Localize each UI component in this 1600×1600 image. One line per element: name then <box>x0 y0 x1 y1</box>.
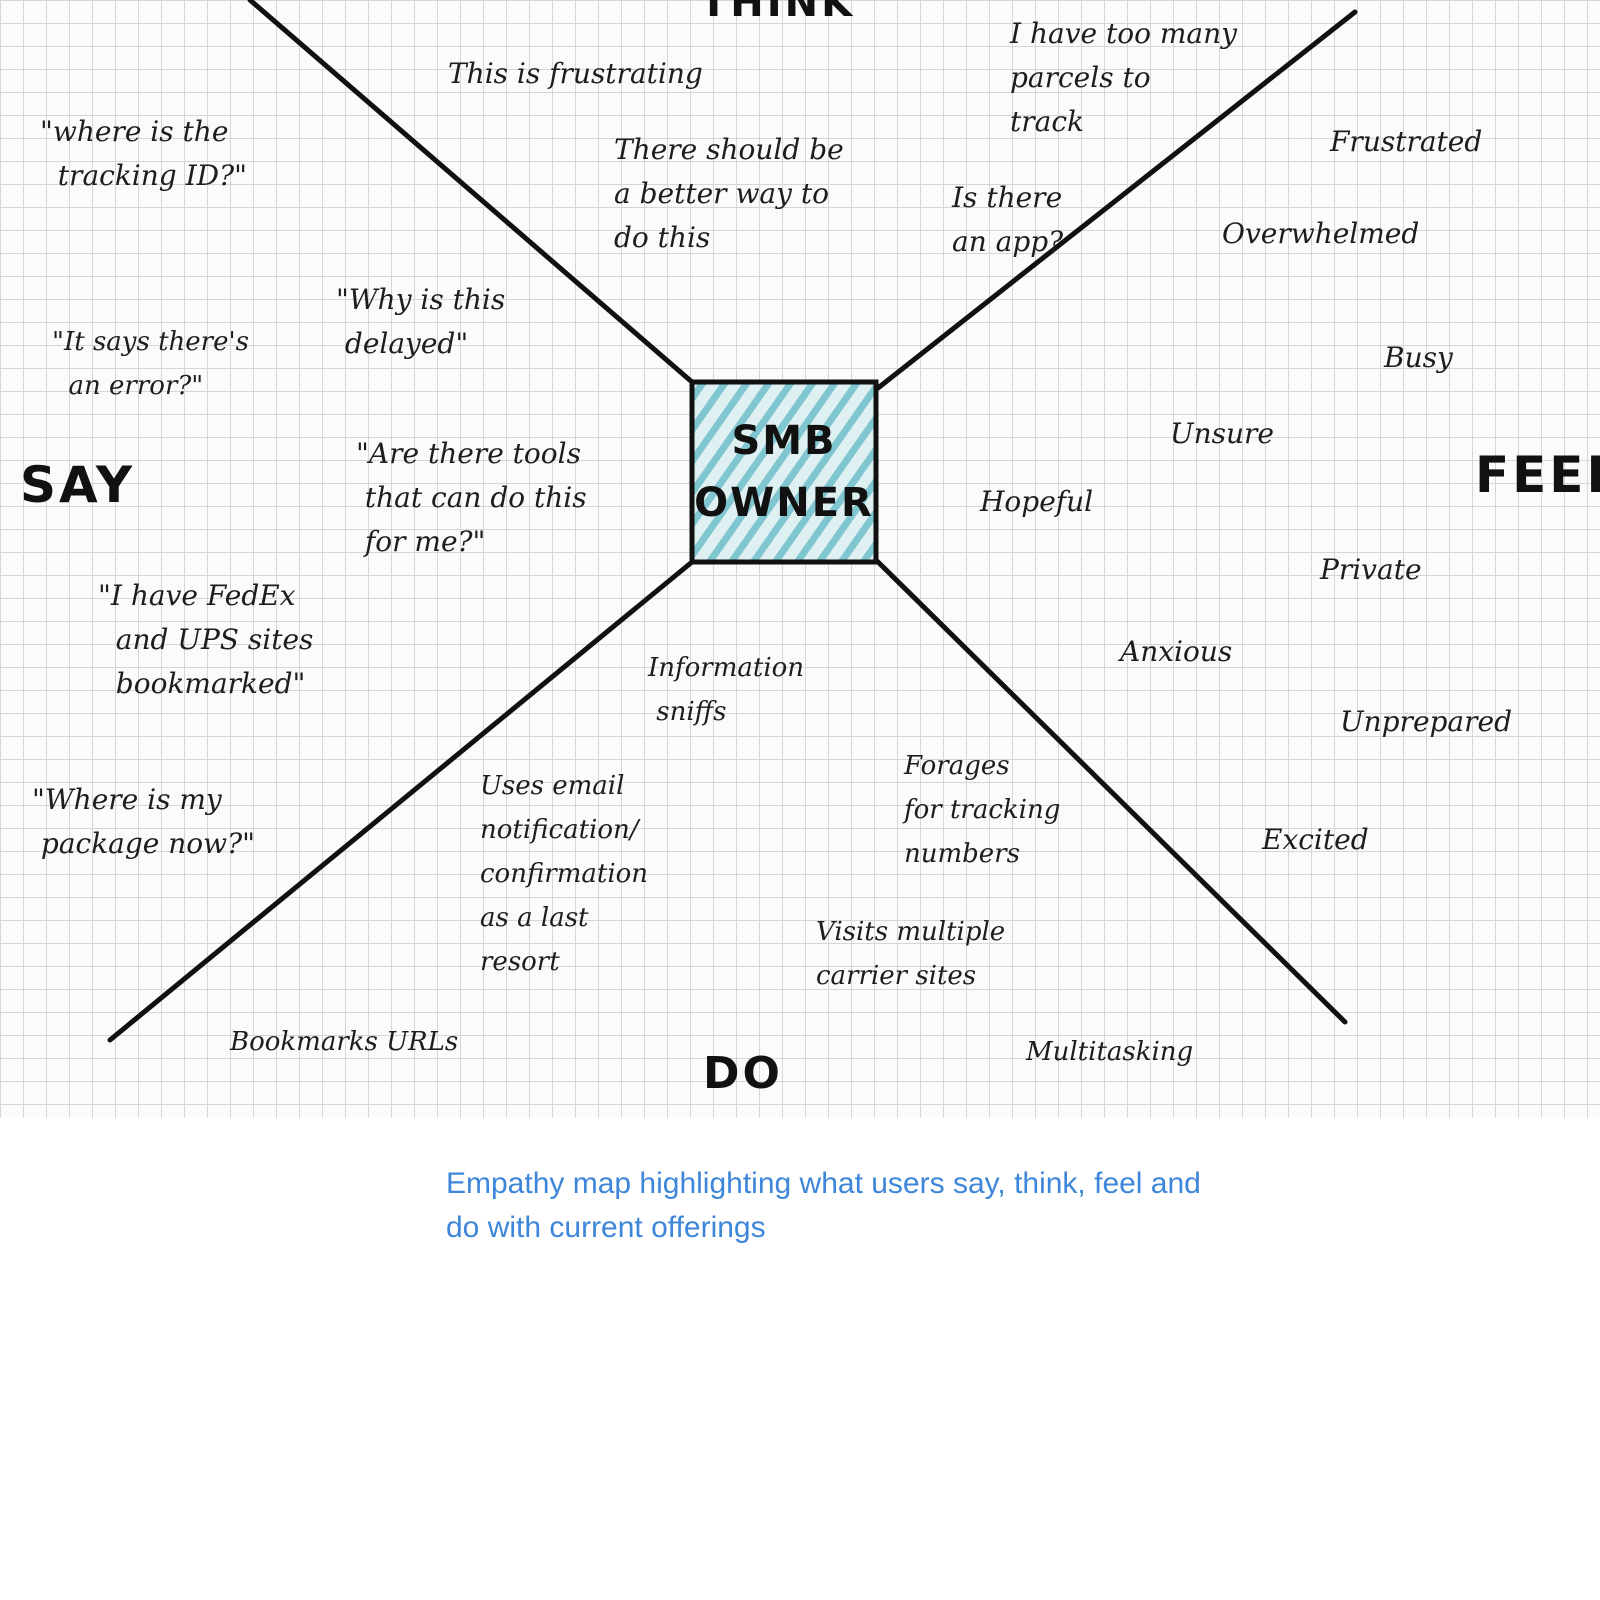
do-note: Bookmarks URLs <box>230 1027 459 1057</box>
center-label: SMB OWNER <box>692 382 876 562</box>
say-note: "It says there's an error?" <box>52 327 249 401</box>
do-note: Information sniffs <box>648 653 805 727</box>
figure-caption: Empathy map highlighting what users say,… <box>446 1167 1201 1244</box>
center-label-line1: SMB <box>731 418 837 464</box>
think-note: This is frustrating <box>448 57 703 90</box>
divider-line-bottom-left <box>107 559 695 1043</box>
map-lines <box>107 0 1358 1043</box>
quadrant-label-think: THINK <box>700 0 856 26</box>
feel-note: Unsure <box>1170 417 1274 450</box>
do-note: Uses email notification/ confirmation as… <box>480 771 649 977</box>
quadrant-label-do: DO <box>703 1048 783 1099</box>
quadrant-label-feel: FEEL <box>1475 446 1600 504</box>
center-label-line2: OWNER <box>694 480 874 526</box>
feel-note: Anxious <box>1120 635 1233 668</box>
feel-note: Overwhelmed <box>1222 217 1420 250</box>
think-note: There should be a better way to do this <box>614 133 844 254</box>
do-note: Visits multiple carrier sites <box>816 917 1006 991</box>
divider-line-top-right <box>875 9 1358 391</box>
quadrant-label-say: SAY <box>20 456 136 514</box>
feel-note: Unprepared <box>1340 705 1513 738</box>
center-box <box>689 379 879 565</box>
feel-note: Excited <box>1262 823 1369 856</box>
divider-line-top-left <box>247 0 695 385</box>
say-note: "Where is my package now?" <box>32 783 256 860</box>
feel-note: Hopeful <box>980 485 1094 518</box>
say-note: "I have FedEx and UPS sites bookmarked" <box>98 579 314 700</box>
say-note: "where is the tracking ID?" <box>40 115 247 192</box>
think-note: I have too many parcels to track <box>1010 17 1237 138</box>
say-note: "Are there tools that can do this for me… <box>356 437 587 558</box>
divider-line-bottom-right <box>873 557 1348 1025</box>
do-note: Multitasking <box>1026 1037 1194 1067</box>
feel-note: Private <box>1320 553 1422 586</box>
do-note: Forages for tracking numbers <box>904 751 1061 869</box>
feel-note: Busy <box>1384 341 1453 374</box>
think-note: Is there an app? <box>952 181 1064 258</box>
empathy-map: SMB OWNER THINK SAY FEEL DO "where is th… <box>0 0 1600 1118</box>
feel-note: Frustrated <box>1330 125 1483 158</box>
say-note: "Why is this delayed" <box>336 283 506 360</box>
